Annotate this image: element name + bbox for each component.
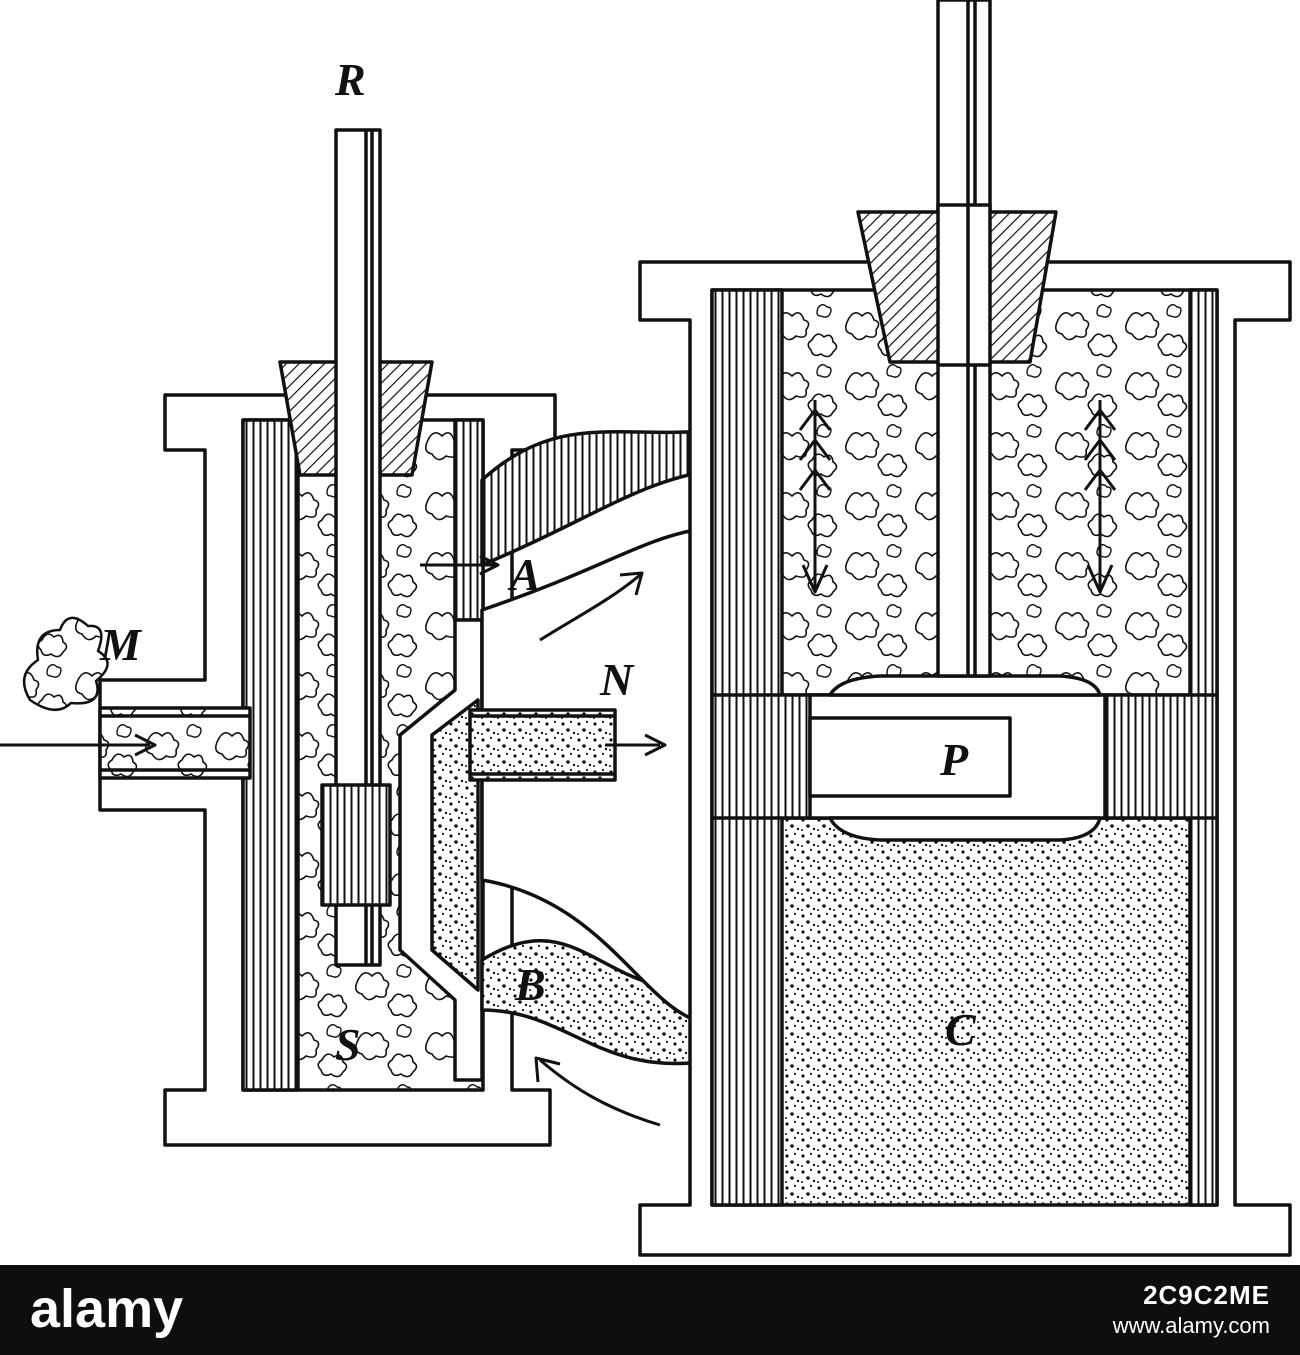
watermark-bar: alamy 2C9C2ME www.alamy.com bbox=[0, 1265, 1300, 1355]
label-inlet: M bbox=[99, 619, 143, 670]
watermark-info: 2C9C2ME www.alamy.com bbox=[1113, 1279, 1270, 1341]
label-port-a: A bbox=[507, 549, 541, 600]
alamy-logo-text: alamy bbox=[30, 1279, 183, 1339]
label-port-b: B bbox=[514, 959, 546, 1010]
image-id: 2C9C2ME bbox=[1143, 1280, 1270, 1310]
label-slide-valve: S bbox=[335, 1019, 361, 1070]
label-exhaust: N bbox=[599, 654, 635, 705]
label-piston: P bbox=[939, 734, 969, 785]
site-url: www.alamy.com bbox=[1112, 1313, 1270, 1338]
alamy-logo: alamy bbox=[30, 1279, 183, 1339]
steam-engine-diagram: R M N A B S P C bbox=[0, 0, 1292, 1257]
label-rod: R bbox=[334, 54, 366, 105]
label-cylinder: C bbox=[945, 1004, 977, 1055]
